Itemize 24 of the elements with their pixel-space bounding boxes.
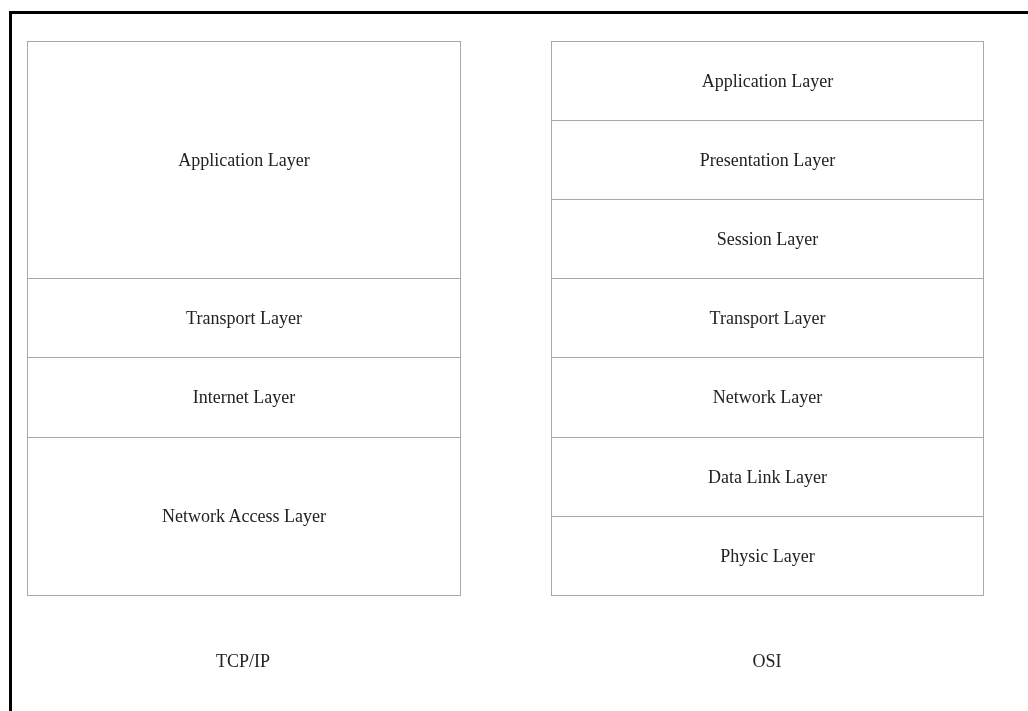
layer-label: Physic Layer	[720, 544, 815, 568]
layer-box	[27, 437, 461, 596]
stack-caption: TCP/IP	[216, 649, 270, 673]
layer-box	[551, 41, 984, 121]
layer-label: Network Access Layer	[162, 505, 326, 528]
layer-label: Presentation Layer	[699, 148, 836, 172]
layer-label: Transport Layer	[709, 306, 826, 330]
layer-box	[551, 357, 984, 438]
layer-label: Data Link Layer	[708, 465, 827, 489]
layer-label: Transport Layer	[186, 306, 302, 330]
layer-box	[551, 437, 984, 517]
layer-box	[551, 199, 984, 279]
layer-box	[551, 516, 984, 596]
layer-label: Session Layer	[716, 227, 819, 251]
layer-label: Application Layer	[178, 148, 310, 172]
layer-box	[27, 278, 461, 358]
stack-caption: OSI	[752, 649, 782, 673]
layer-label: Network Layer	[712, 386, 823, 409]
layer-label: Internet Layer	[192, 386, 296, 409]
layer-box	[551, 120, 984, 200]
layer-label: Application Layer	[701, 69, 834, 93]
layer-box	[551, 278, 984, 358]
layer-box	[27, 357, 461, 438]
layer-box	[27, 41, 461, 279]
